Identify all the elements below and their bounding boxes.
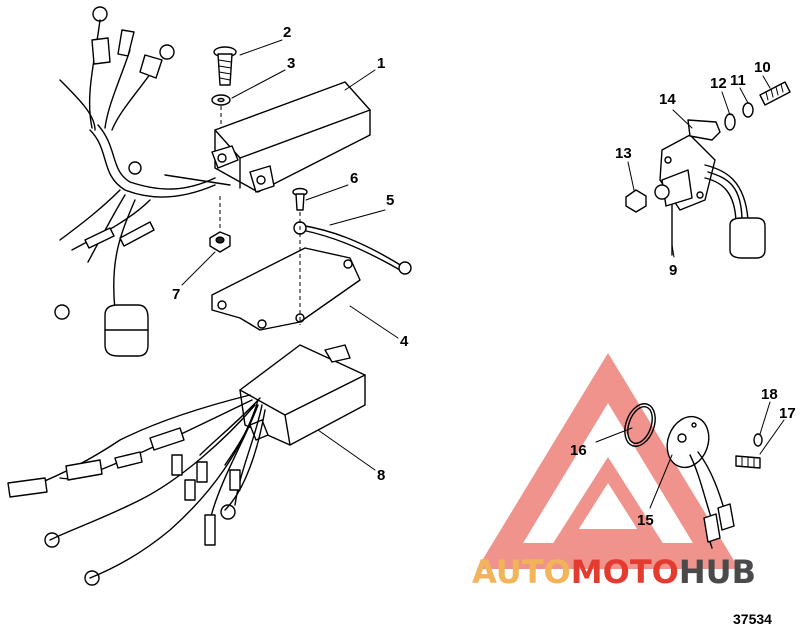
module-box-part-8 [239,344,366,446]
nut-part-13 [625,189,647,213]
screw-part-10 [759,81,791,106]
wire-harness-part-8 [7,394,266,586]
part-label-11: 11 [730,72,746,89]
part-label-14: 14 [659,91,676,108]
mounting-plate-part-4 [211,247,361,331]
screw-part-6 [292,187,308,325]
screw-part-2 [213,46,237,86]
washer-part-3 [211,94,231,125]
bracket-part-14 [687,119,721,141]
part-label-18: 18 [761,386,778,403]
nut-part-7 [209,196,231,253]
part-label-5: 5 [386,192,394,209]
reference-number: 37534 [733,611,772,627]
washer-part-18 [753,433,763,447]
part-label-15: 15 [637,512,654,529]
part-label-9: 9 [669,262,677,279]
watermark-hub: HUB [679,553,756,591]
watermark-part-auto: AUTOMOTOHUB [472,553,756,591]
part-label-3: 3 [287,55,295,72]
sensor-part-15 [666,415,735,549]
part-label-10: 10 [754,59,771,76]
part-label-13: 13 [615,145,632,162]
part-label-8: 8 [377,467,385,484]
module-box-part-1 [211,81,371,193]
watermark-auto: AUTO [472,553,571,591]
part-labels: 1 2 3 4 5 6 7 8 9 10 11 12 13 14 15 16 1… [172,24,796,529]
part-label-6: 6 [350,170,358,187]
sensor-part-9 [654,134,766,259]
part-label-4: 4 [400,333,409,350]
leader-lines [181,39,785,509]
washer-part-12 [724,113,736,131]
wire-harness-part-1 [54,6,231,357]
part-label-1: 1 [377,55,385,72]
watermark-logo-triangle [476,352,740,569]
part-label-12: 12 [710,75,727,92]
watermark-text: AUTOMOTOHUB [472,553,756,591]
lockwasher-part-11 [742,102,754,118]
part-label-2: 2 [283,24,291,41]
part-label-17: 17 [779,405,796,422]
watermark-moto: MOTO [571,553,679,591]
part-label-7: 7 [172,286,180,303]
part-label-16: 16 [570,442,587,459]
screw-part-17 [735,455,761,469]
oring-part-16 [624,403,656,447]
